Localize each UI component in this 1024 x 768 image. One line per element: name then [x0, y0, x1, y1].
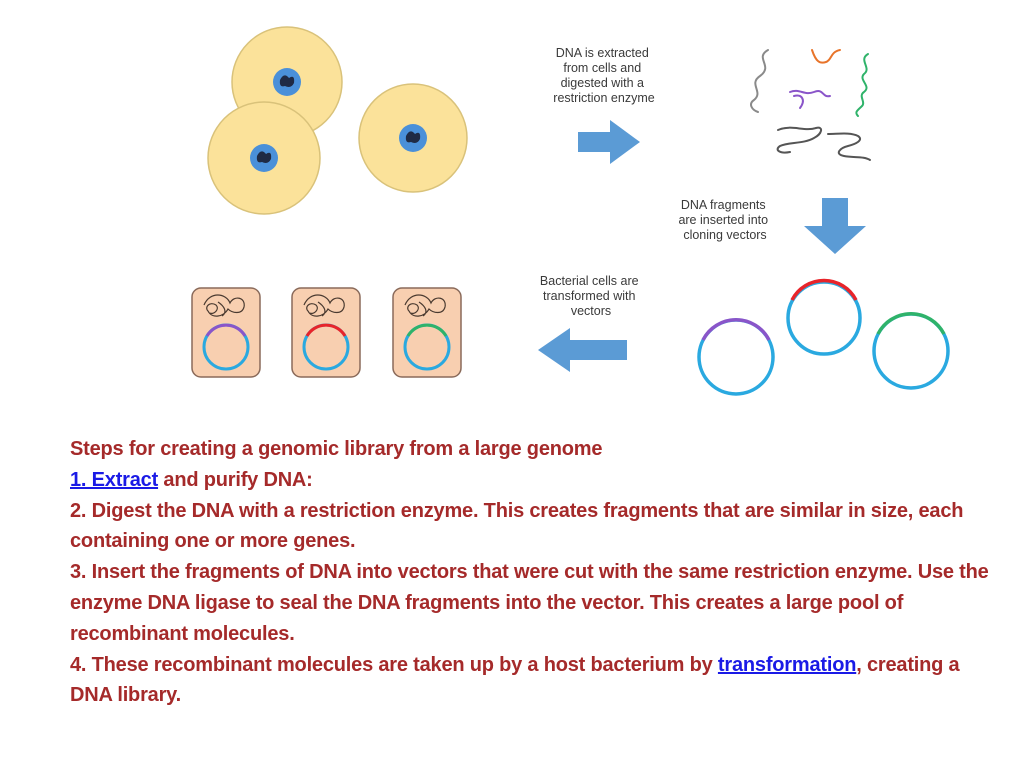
down-arrow-icon — [804, 198, 866, 254]
step-3: 3. Insert the fragments of DNA into vect… — [70, 561, 989, 645]
extract-link[interactable]: 1. Extract — [70, 468, 159, 491]
step-4-text-start: 4. These recombinant molecules are taken… — [70, 653, 718, 676]
caption-extract-line: restriction enzyme — [553, 91, 654, 105]
cell-2 — [207, 101, 321, 215]
cloning-vectors — [697, 278, 950, 396]
steps-heading: Steps for creating a genomic library fro… — [70, 438, 603, 460]
steps-text: Steps for creating a genomic library fro… — [70, 434, 995, 711]
caption-extract-line: from cells and — [563, 61, 641, 75]
caption-extract-line: digested with a — [561, 76, 644, 90]
caption-transform-line: transformed with — [543, 289, 635, 303]
dna-fragments — [750, 49, 871, 161]
caption-transform-line: vectors — [571, 304, 611, 318]
caption-transform: Bacterial cells are transformed with vec… — [540, 274, 642, 318]
right-arrow-icon — [578, 120, 640, 164]
caption-extract-line: DNA is extracted — [556, 46, 649, 60]
bacterium-3 — [392, 287, 462, 378]
bacterium-2 — [291, 287, 361, 378]
transformation-link[interactable]: transformation — [717, 653, 857, 676]
cell-3 — [358, 83, 468, 193]
caption-insert-line: DNA fragments — [681, 198, 766, 212]
left-arrow-icon — [538, 328, 627, 372]
bacterium-1 — [191, 287, 261, 378]
genomic-library-diagram: DNA is extracted from cells and digested… — [191, 26, 950, 396]
step-4: 4. These recombinant molecules are taken… — [70, 650, 995, 712]
caption-insert: DNA fragments are inserted into cloning … — [678, 198, 771, 242]
step-1-text: and purify DNA: — [158, 468, 313, 491]
caption-extract: DNA is extracted from cells and digested… — [553, 46, 654, 105]
caption-insert-line: are inserted into — [678, 213, 768, 227]
step-2: 2. Digest the DNA with a restriction enz… — [70, 499, 964, 553]
caption-transform-line: Bacterial cells are — [540, 274, 639, 288]
step-1: 1. Extract and purify DNA: — [70, 465, 995, 496]
caption-insert-line: cloning vectors — [683, 228, 766, 242]
step-4-text-end: , creating a DNA library. — [70, 653, 960, 707]
